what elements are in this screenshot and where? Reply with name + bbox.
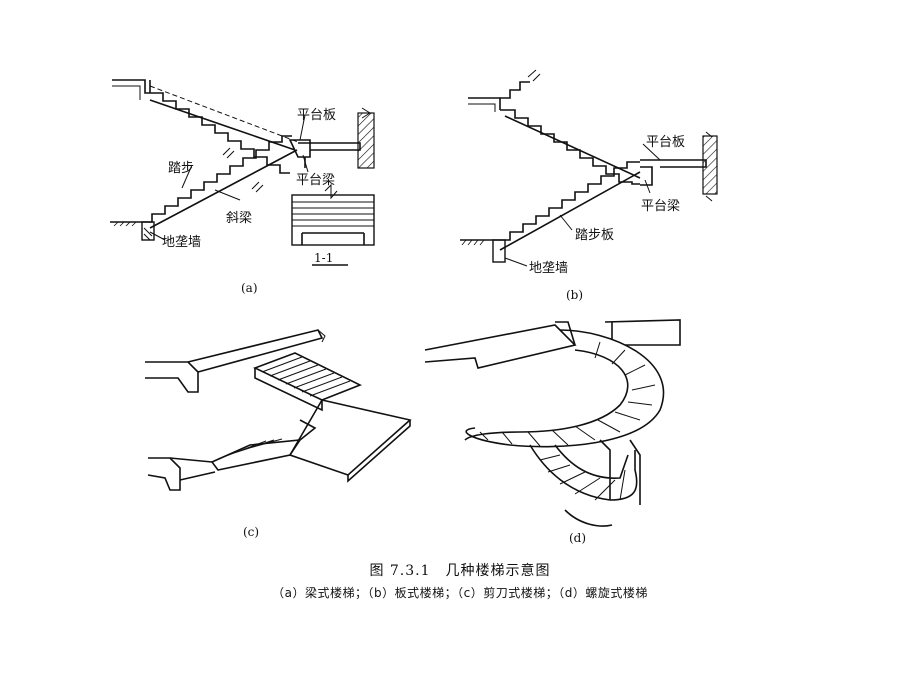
panel-c-tag: (c) bbox=[243, 525, 259, 539]
panel-d-tag: (d) bbox=[569, 531, 586, 545]
label-a-inclined-beam: 斜梁 bbox=[226, 211, 252, 226]
panel-d-drawing bbox=[424, 319, 681, 527]
label-b-step-slab: 踏步板 bbox=[575, 228, 614, 243]
label-a-section: 1-1 bbox=[314, 251, 333, 265]
panel-b-tag: (b) bbox=[566, 288, 583, 302]
figure-caption-title: 图 7.3.1 几种楼梯示意图 bbox=[369, 563, 551, 579]
panel-a-tag: (a) bbox=[241, 281, 258, 295]
label-a-tread: 踏步 bbox=[168, 161, 194, 176]
label-b-ground-wall: 地垄墙 bbox=[529, 261, 568, 276]
label-b-platform-beam: 平台梁 bbox=[641, 199, 680, 214]
panel-b-drawing bbox=[460, 69, 718, 267]
label-a-platform-slab: 平台板 bbox=[297, 108, 336, 123]
label-a-platform-beam: 平台梁 bbox=[296, 173, 335, 188]
figure-caption-subtitle: （a）梁式楼梯；（b）板式楼梯；（c）剪刀式楼梯；（d）螺旋式楼梯 bbox=[272, 586, 648, 600]
panel-a-drawing bbox=[110, 79, 375, 266]
label-a-ground-wall: 地垄墙 bbox=[162, 235, 201, 250]
panel-c-drawing bbox=[145, 329, 412, 491]
label-b-platform-slab: 平台板 bbox=[646, 135, 685, 150]
